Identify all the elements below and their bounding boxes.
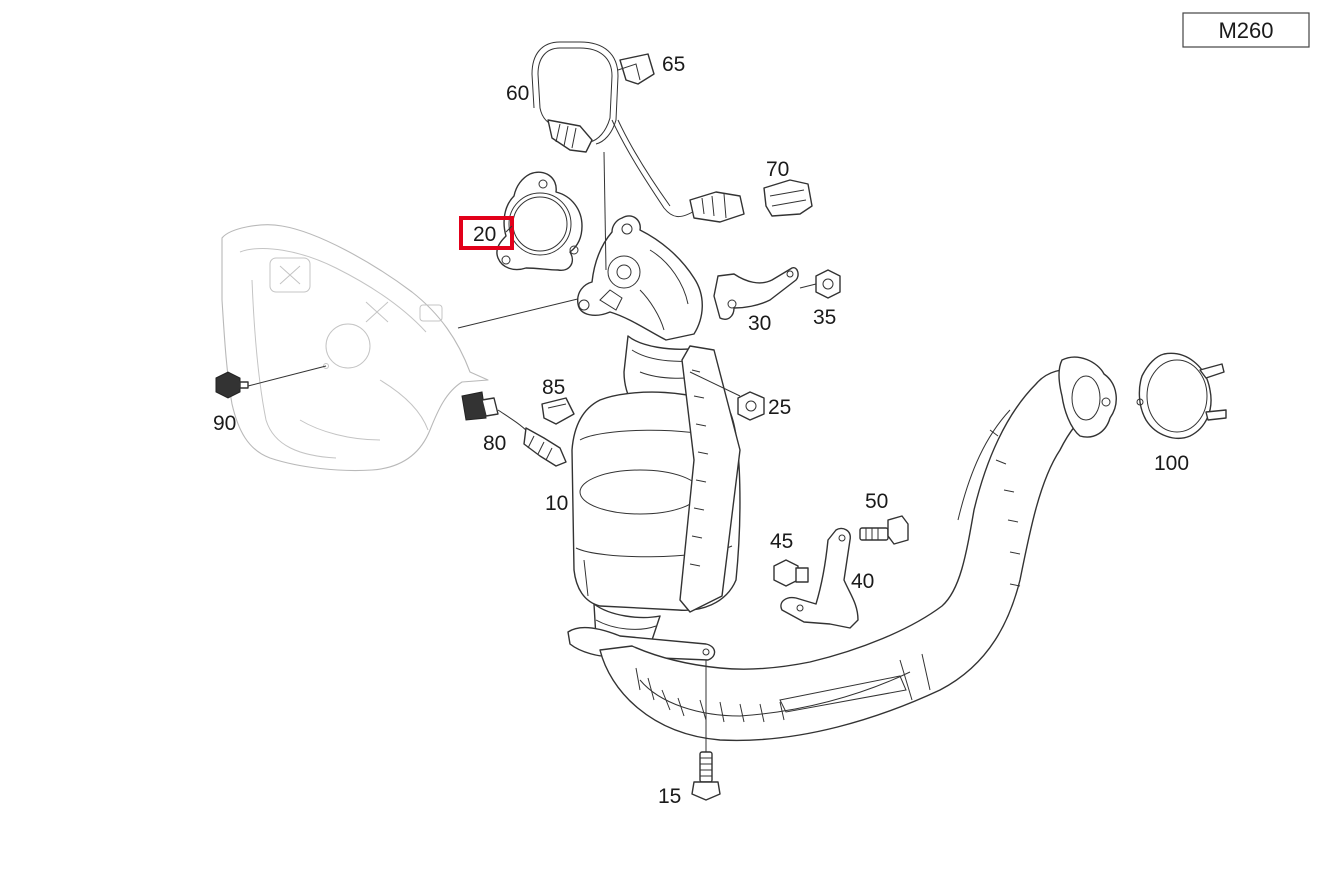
sensor-part-80[interactable] <box>461 391 567 467</box>
callout-35[interactable]: 35 <box>813 306 836 329</box>
nut-part-45[interactable] <box>773 559 809 587</box>
callout-50[interactable]: 50 <box>865 490 888 513</box>
leader-sensor-60 <box>603 151 607 271</box>
heat-shield-ghost <box>221 224 489 472</box>
callout-80[interactable]: 80 <box>483 432 506 455</box>
callout-100[interactable]: 100 <box>1154 452 1189 475</box>
bolt-part-50[interactable] <box>859 515 909 545</box>
model-code-box: M260 <box>1182 12 1310 48</box>
front-exhaust-pipe <box>599 356 1117 742</box>
model-code-label: M260 <box>1218 18 1273 43</box>
clip-part-65[interactable] <box>617 53 655 85</box>
connector-holder-part-70[interactable] <box>763 179 813 217</box>
callout-60[interactable]: 60 <box>506 82 529 105</box>
callout-40[interactable]: 40 <box>851 570 874 593</box>
gasket-part-20[interactable] <box>496 171 583 271</box>
gasket-part-100[interactable] <box>1136 352 1227 439</box>
catalytic-converter-part-10[interactable] <box>567 215 741 661</box>
bracket-part-40[interactable] <box>780 527 859 629</box>
callout-45[interactable]: 45 <box>770 530 793 553</box>
callout-15[interactable]: 15 <box>658 785 681 808</box>
oxygen-sensor-part-60[interactable] <box>531 41 745 223</box>
bolt-part-15[interactable] <box>691 660 721 801</box>
bolt-part-90[interactable] <box>215 365 327 399</box>
clip-part-85[interactable] <box>541 397 575 425</box>
callout-70[interactable]: 70 <box>766 158 789 181</box>
bracket-part-30[interactable] <box>713 267 799 320</box>
callout-30[interactable]: 30 <box>748 312 771 335</box>
leader-gasket-20 <box>505 225 513 233</box>
callout-85[interactable]: 85 <box>542 376 565 399</box>
callout-90[interactable]: 90 <box>213 412 236 435</box>
ghost-flange <box>323 363 329 369</box>
callout-10[interactable]: 10 <box>545 492 568 515</box>
callout-25[interactable]: 25 <box>768 396 791 419</box>
nut-part-25[interactable] <box>689 371 765 421</box>
leader-shield <box>457 295 591 329</box>
highlight-box-callout-20 <box>459 216 514 250</box>
callout-65[interactable]: 65 <box>662 53 685 76</box>
nut-part-35[interactable] <box>799 269 841 299</box>
callout-20[interactable]: 20 <box>473 223 496 246</box>
